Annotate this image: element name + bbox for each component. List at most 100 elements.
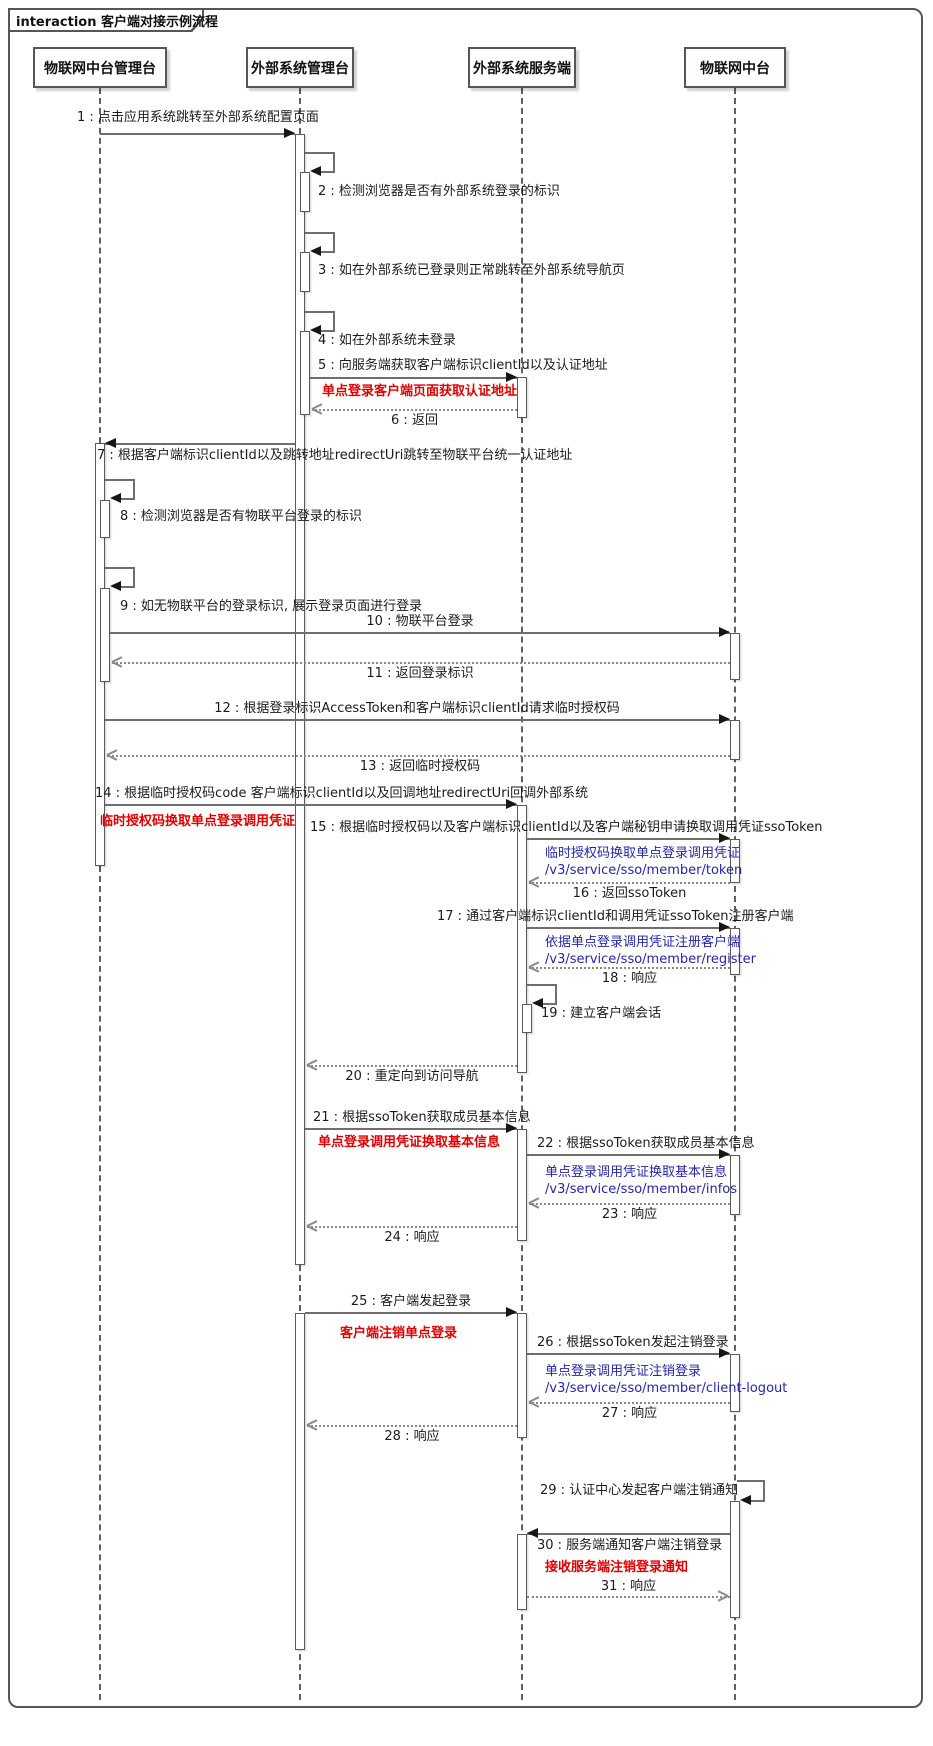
message-31-line xyxy=(527,1596,730,1598)
note-receive-logout-notice: 接收服务端注销登录通知 xyxy=(545,1560,689,1575)
message-5-arrowhead xyxy=(506,372,517,382)
activation-iot-platform-6 xyxy=(730,1354,740,1412)
activation-external-admin-main xyxy=(295,134,305,1265)
message-4-line xyxy=(305,311,335,313)
message-6-line xyxy=(312,409,517,411)
message-17-line xyxy=(527,927,730,929)
message-23-line xyxy=(529,1203,730,1205)
message-17-arrowhead xyxy=(719,922,730,932)
activation-external-server-3 xyxy=(517,1129,527,1241)
activation-iot-admin-self9 xyxy=(100,588,110,682)
message-21-label: 21 : 根据ssoToken获取成员基本信息 xyxy=(313,1110,531,1125)
message-22-line xyxy=(527,1154,730,1156)
message-27-line xyxy=(529,1402,730,1404)
message-4-label: 4 : 如在外部系统未登录 xyxy=(318,333,456,348)
message-22-arrowhead xyxy=(719,1149,730,1159)
message-2-line xyxy=(305,152,335,154)
message-6-label: 6 : 返回 xyxy=(391,413,438,428)
message-11-line xyxy=(112,662,730,664)
message-26-arrowhead xyxy=(719,1348,730,1358)
message-30-label: 30 : 服务端通知客户端注销登录 xyxy=(537,1538,723,1553)
diagram-frame xyxy=(8,8,923,1708)
message-2-label: 2 : 检测浏览器是否有外部系统登录的标识 xyxy=(318,184,560,199)
note-sso-member-token: 临时授权码换取单点登录调用凭证 /v3/service/sso/member/t… xyxy=(545,846,743,878)
message-27-label: 27 : 响应 xyxy=(601,1406,658,1421)
message-8-arrowhead xyxy=(110,493,121,503)
message-31-label: 31 : 响应 xyxy=(600,1579,657,1594)
message-19-label: 19 : 建立客户端会话 xyxy=(541,1006,662,1021)
message-9-label: 9 : 如无物联平台的登录标识, 展示登录页面进行登录 xyxy=(120,599,423,614)
message-11-label: 11 : 返回登录标识 xyxy=(366,666,474,681)
note-sso-member-register: 依据单点登录调用凭证注册客户端 /v3/service/sso/member/r… xyxy=(545,935,756,967)
message-24-line xyxy=(307,1226,517,1228)
message-10-arrowhead xyxy=(719,627,730,637)
message-3-label: 3 : 如在外部系统已登录则正常跳转至外部系统导航页 xyxy=(318,263,625,278)
frame-keyword: interaction xyxy=(16,15,97,30)
message-21-arrowhead xyxy=(506,1123,517,1133)
activation-iot-platform-5 xyxy=(730,1155,740,1215)
participant-iot-platform: 物联网中台 xyxy=(684,47,786,88)
message-10-line xyxy=(110,632,730,634)
activation-external-admin-self2 xyxy=(300,172,310,212)
message-5-line xyxy=(310,377,517,379)
activation-iot-platform-4 xyxy=(730,928,740,975)
message-2-arrowhead xyxy=(310,166,321,176)
message-17-label: 17 : 通过客户端标识clientId和调用凭证ssoToken注册客户端 xyxy=(437,909,794,924)
message-15-arrowhead xyxy=(719,833,730,843)
activation-external-server-1 xyxy=(517,377,527,418)
activation-iot-platform-7 xyxy=(730,1501,740,1618)
message-7-arrowhead xyxy=(105,438,116,448)
note-token-exchange-info: 单点登录调用凭证换取基本信息 xyxy=(318,1135,501,1150)
message-5-label: 5 : 向服务端获取客户端标识clientId以及认证地址 xyxy=(318,358,608,373)
message-16-line xyxy=(529,882,730,884)
message-15-label: 15 : 根据临时授权码以及客户端标识clientId以及客户端秘钥申请换取调用… xyxy=(310,820,823,835)
message-15-line xyxy=(527,838,730,840)
message-3-line xyxy=(305,232,335,234)
message-3-arrowhead xyxy=(310,246,321,256)
message-20-label: 20 : 重定向到访问导航 xyxy=(345,1069,479,1084)
activation-external-admin-logout xyxy=(295,1313,305,1650)
message-8-label: 8 : 检测浏览器是否有物联平台登录的标识 xyxy=(120,509,362,524)
message-13-line xyxy=(107,755,730,757)
message-30-arrowhead xyxy=(527,1528,538,1538)
participant-external-server: 外部系统服务端 xyxy=(468,47,576,88)
note-client-logout-sso: 客户端注销单点登录 xyxy=(340,1326,458,1341)
message-12-line xyxy=(105,719,730,721)
participant-external-admin-console: 外部系统管理台 xyxy=(246,47,354,88)
message-23-label: 23 : 响应 xyxy=(601,1207,658,1222)
message-19-arrowhead xyxy=(532,998,543,1008)
message-4-arrowhead xyxy=(310,325,321,335)
message-1-label: 1 : 点击应用系统跳转至外部系统配置页面 xyxy=(77,110,319,125)
message-25-line xyxy=(305,1312,517,1314)
activation-iot-platform-2 xyxy=(730,720,740,760)
message-29-line xyxy=(737,1480,765,1482)
activation-external-server-5 xyxy=(517,1534,527,1610)
message-10-label: 10 : 物联平台登录 xyxy=(366,614,474,629)
activation-external-server-4 xyxy=(517,1313,527,1438)
activation-iot-platform-1 xyxy=(730,633,740,680)
message-16-label: 16 : 返回ssoToken xyxy=(572,886,687,901)
note-sso-client-logout: 单点登录调用凭证注销登录 /v3/service/sso/member/clie… xyxy=(545,1364,788,1396)
message-29-label: 29 : 认证中心发起客户端注销通知 xyxy=(540,1483,739,1498)
message-13-label: 13 : 返回临时授权码 xyxy=(359,759,481,774)
message-21-line xyxy=(305,1128,517,1130)
message-9-line xyxy=(105,567,135,569)
message-18-label: 18 : 响应 xyxy=(601,971,658,986)
message-30-line xyxy=(527,1533,730,1535)
note-sso-member-infos: 单点登录调用凭证换取基本信息 /v3/service/sso/member/in… xyxy=(545,1165,738,1197)
activation-external-admin-self3 xyxy=(300,252,310,292)
message-22-label: 22 : 根据ssoToken获取成员基本信息 xyxy=(537,1136,755,1151)
message-1-arrowhead xyxy=(284,128,295,138)
message-7-label: 7 : 根据客户端标识clientId以及跳转地址redirectUri跳转至物… xyxy=(97,448,573,463)
message-28-label: 28 : 响应 xyxy=(384,1429,440,1444)
message-7-line xyxy=(105,443,295,445)
lifeline-iot-platform xyxy=(734,88,736,1700)
activation-external-server-self19 xyxy=(522,1004,532,1033)
activation-iot-platform-3 xyxy=(730,839,740,883)
message-1-line xyxy=(100,133,295,135)
message-26-line xyxy=(527,1353,730,1355)
message-29-arrowhead xyxy=(740,1495,751,1505)
message-9-arrowhead xyxy=(110,581,121,591)
message-25-arrowhead xyxy=(506,1307,517,1317)
